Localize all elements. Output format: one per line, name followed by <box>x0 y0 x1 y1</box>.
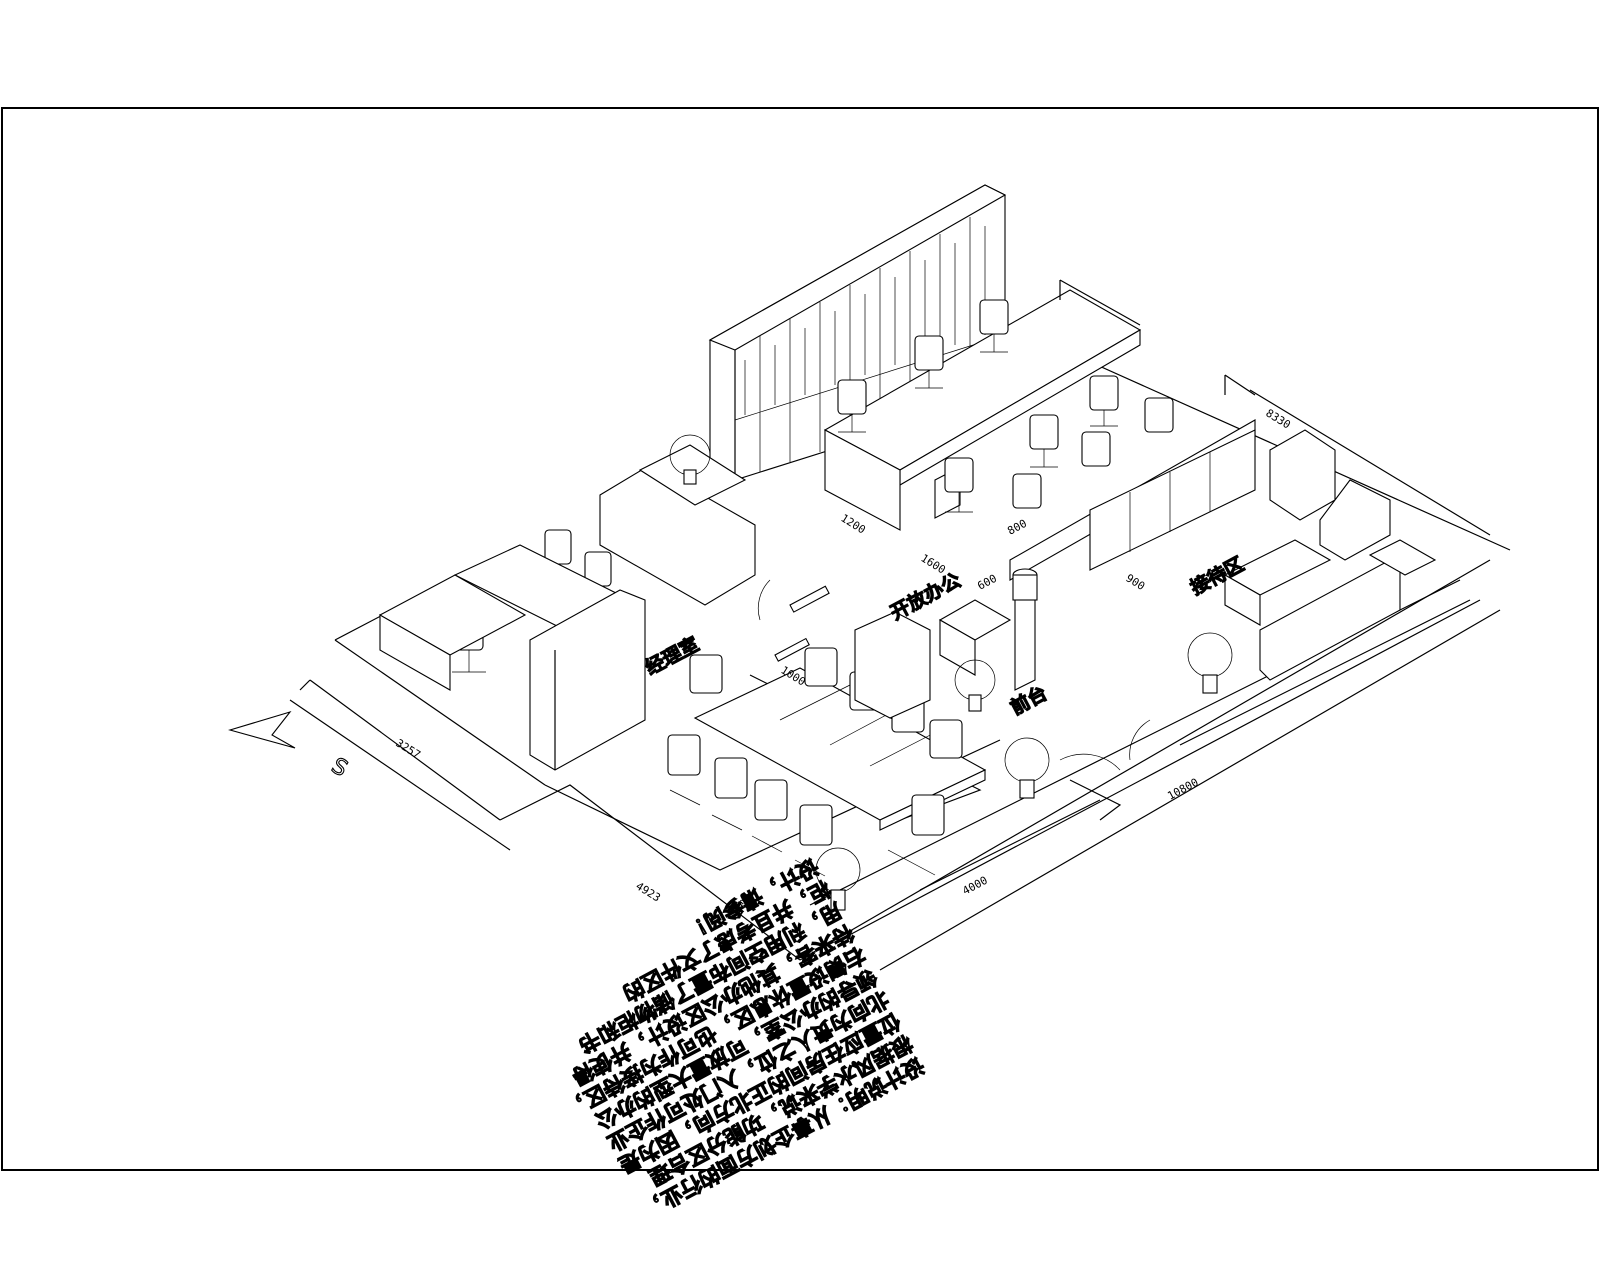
plant-pot <box>954 659 996 712</box>
dimension-label: 8330 <box>1263 407 1292 432</box>
conference-chair <box>751 779 788 853</box>
dimension-label: 1600 <box>918 552 947 577</box>
plant-pot <box>815 847 861 911</box>
dimension-label: 600 <box>975 572 999 593</box>
office-chair <box>1089 375 1119 427</box>
plant-pot <box>1004 737 1050 799</box>
dimension-label: 10800 <box>1165 776 1200 803</box>
dimension-label: 900 <box>1123 572 1147 594</box>
dimension-label: 800 <box>1005 517 1029 538</box>
conference-chair <box>804 647 838 687</box>
plant-pot <box>669 434 711 485</box>
potted-plants <box>669 434 1233 911</box>
floor-outline <box>289 334 1511 971</box>
conference-chair <box>794 804 833 877</box>
north-arrow: S <box>228 710 352 783</box>
room-label-reception: 前台 <box>1007 681 1051 719</box>
office-chair <box>979 299 1009 353</box>
office-chair <box>944 457 974 513</box>
office-chair <box>1029 414 1059 468</box>
lounge-furniture <box>1223 479 1437 681</box>
conference-chair <box>711 757 748 831</box>
compass-label: S <box>327 754 352 783</box>
conference-chair <box>689 654 723 694</box>
door-swing-marks <box>757 579 1151 771</box>
dimension-label: 4923 <box>633 880 662 905</box>
reception-desk <box>854 568 1038 719</box>
workstation-cluster <box>823 279 1336 581</box>
office-chair <box>837 379 867 433</box>
conference-chair <box>887 794 945 876</box>
office-chair <box>914 335 944 389</box>
dimension-label: 1200 <box>838 512 867 537</box>
dimension-label: 3257 <box>393 737 422 762</box>
plant-pot <box>1187 632 1233 694</box>
office-chair <box>1012 473 1042 509</box>
design-note: 设计说明：从事企划方面的行业， 根据风水学来说，功能分区合理 位置应在房间的正北… <box>561 853 929 1222</box>
office-chair <box>1081 431 1111 467</box>
office-chair <box>1144 397 1174 433</box>
dimension-label: 4000 <box>960 874 990 898</box>
conference-chair <box>667 734 701 806</box>
conference-chair <box>929 719 963 759</box>
drawing-frame <box>1 107 1599 1171</box>
manager-office-furniture <box>378 444 756 771</box>
